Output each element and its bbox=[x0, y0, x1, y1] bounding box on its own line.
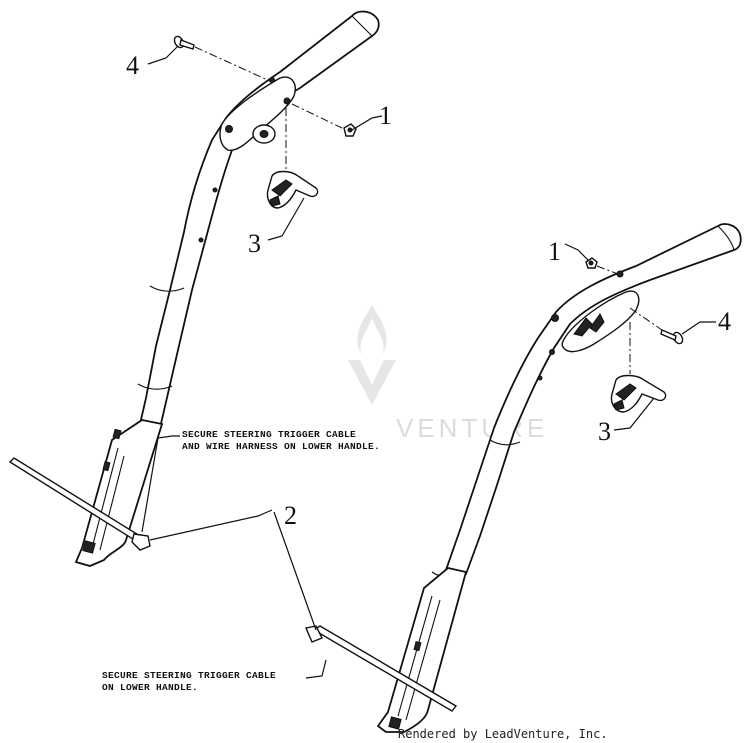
leader-center-2b bbox=[273, 511, 317, 631]
callout-right-4: 4 bbox=[718, 307, 731, 336]
leader-left-3 bbox=[267, 197, 305, 241]
watermark-text: VENTURE bbox=[396, 413, 548, 443]
left-shift-bracket bbox=[219, 76, 296, 151]
left-pin-part-4 bbox=[173, 35, 195, 50]
render-credit: Rendered by LeadVenture, Inc. bbox=[398, 727, 608, 741]
callout-right-1: 1 bbox=[548, 237, 561, 266]
left-lever-part-3 bbox=[266, 170, 319, 209]
leader-note-right bbox=[305, 659, 327, 679]
left-lower-handle-tube bbox=[74, 419, 164, 567]
leader-left-4 bbox=[147, 45, 179, 65]
left-cable-tie bbox=[8, 457, 151, 551]
left-upper-handle-tube bbox=[138, 10, 380, 430]
left-handle-assembly bbox=[74, 10, 380, 567]
left-nut-part-1 bbox=[343, 123, 357, 137]
callout-center-2: 2 bbox=[284, 501, 297, 530]
right-handle-assembly bbox=[376, 223, 742, 733]
right-nut-part-1 bbox=[585, 257, 598, 269]
note-left-line-2: AND WIRE HARNESS ON LOWER HANDLE. bbox=[182, 441, 380, 452]
right-lower-handle-tube bbox=[376, 567, 468, 733]
callout-left-4: 4 bbox=[126, 51, 139, 80]
note-right-line-2: ON LOWER HANDLE. bbox=[102, 682, 198, 693]
right-lever-part-3 bbox=[610, 374, 667, 413]
leader-right-1 bbox=[564, 243, 589, 261]
right-cable-tie bbox=[305, 625, 458, 712]
leader-left-1 bbox=[351, 115, 383, 131]
leader-right-4 bbox=[681, 321, 716, 335]
callout-left-1: 1 bbox=[379, 101, 392, 130]
leader-note-left bbox=[141, 435, 180, 533]
callout-right-3: 3 bbox=[598, 417, 611, 446]
note-right-line-1: SECURE STEERING TRIGGER CABLE bbox=[102, 670, 276, 681]
note-left-line-1: SECURE STEERING TRIGGER CABLE bbox=[182, 429, 356, 440]
right-upper-handle-tube bbox=[444, 223, 742, 576]
leader-right-3 bbox=[613, 397, 655, 431]
callout-left-3: 3 bbox=[248, 229, 261, 258]
leader-center-2a bbox=[149, 509, 273, 541]
right-pin-part-4 bbox=[660, 329, 684, 345]
